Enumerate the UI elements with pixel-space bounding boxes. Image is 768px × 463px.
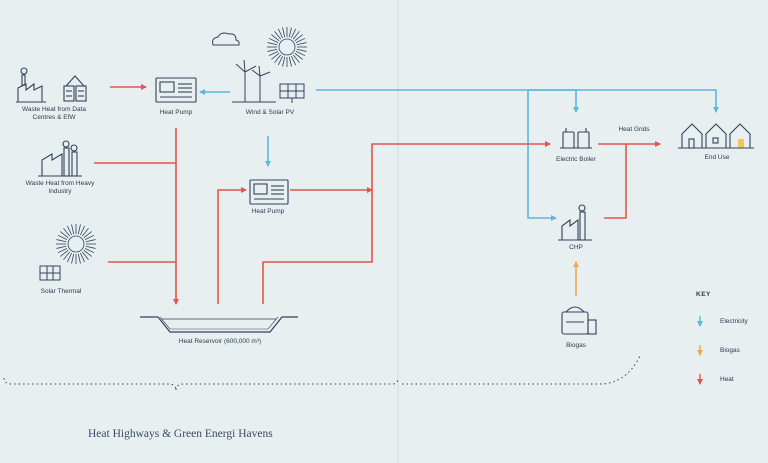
solar-thermal-panel-icon	[39, 265, 61, 281]
key-title: KEY	[696, 291, 711, 298]
label-waste-heat-industry: Waste Heat from Heavy Industry	[25, 180, 95, 196]
electricity-flows	[199, 89, 719, 221]
label-solar-thermal: Solar Thermal	[40, 288, 82, 295]
heat-reservoir-icon	[140, 316, 298, 333]
solar-panel-icon	[279, 83, 305, 103]
label-heat-pump-top: Heat Pump	[159, 109, 193, 116]
solar-thermal-sun-icon	[56, 224, 96, 264]
label-end-use: End Use	[704, 154, 730, 161]
key-item-electricity: Electricity	[720, 318, 748, 325]
heat-pump-icon	[155, 77, 197, 103]
factory-icon	[16, 67, 46, 103]
key-item-heat: Heat	[720, 376, 734, 383]
heat-chp-to-grid	[604, 144, 627, 219]
dotted-connector	[402, 355, 641, 385]
label-electric-boiler: Electric Boiler	[556, 156, 596, 163]
footer-title: Heat Highways & Green Energi Havens	[88, 428, 273, 440]
elec-to-electric-boiler	[528, 89, 579, 113]
heat-pump-mid-icon	[249, 179, 289, 205]
label-chp: CHP	[569, 244, 583, 251]
dotted-brace	[3, 377, 399, 391]
label-waste-heat-data-centres: Waste Heat from Data Centres & EfW	[21, 106, 87, 122]
label-wind-solar-pv: Wind & Solar PV	[245, 109, 295, 116]
heat-reservoir-to-heatpump-mid	[217, 187, 247, 304]
label-heat-reservoir: Heat Reservoir (600,000 m³)	[178, 338, 262, 345]
elec-to-end-use	[528, 89, 719, 113]
wind-turbine-icon	[232, 59, 276, 103]
biogas-digester-icon	[561, 306, 597, 335]
heat-reservoir-feed	[262, 141, 551, 304]
key-item-biogas: Biogas	[720, 347, 740, 354]
electric-boiler-icon	[560, 128, 592, 149]
houses-icon	[678, 123, 754, 149]
cloud-icon	[212, 32, 240, 46]
sun-icon	[267, 27, 307, 67]
data-centre-icon	[63, 75, 87, 102]
label-heat-grids: Heat Grids	[618, 126, 650, 133]
heat-flows	[94, 84, 661, 305]
chp-icon	[558, 204, 592, 241]
label-heat-pump-mid: Heat Pump	[251, 208, 285, 215]
label-biogas: Biogas	[566, 342, 586, 349]
heavy-industry-icon	[38, 140, 82, 177]
elec-to-chp	[527, 90, 557, 221]
